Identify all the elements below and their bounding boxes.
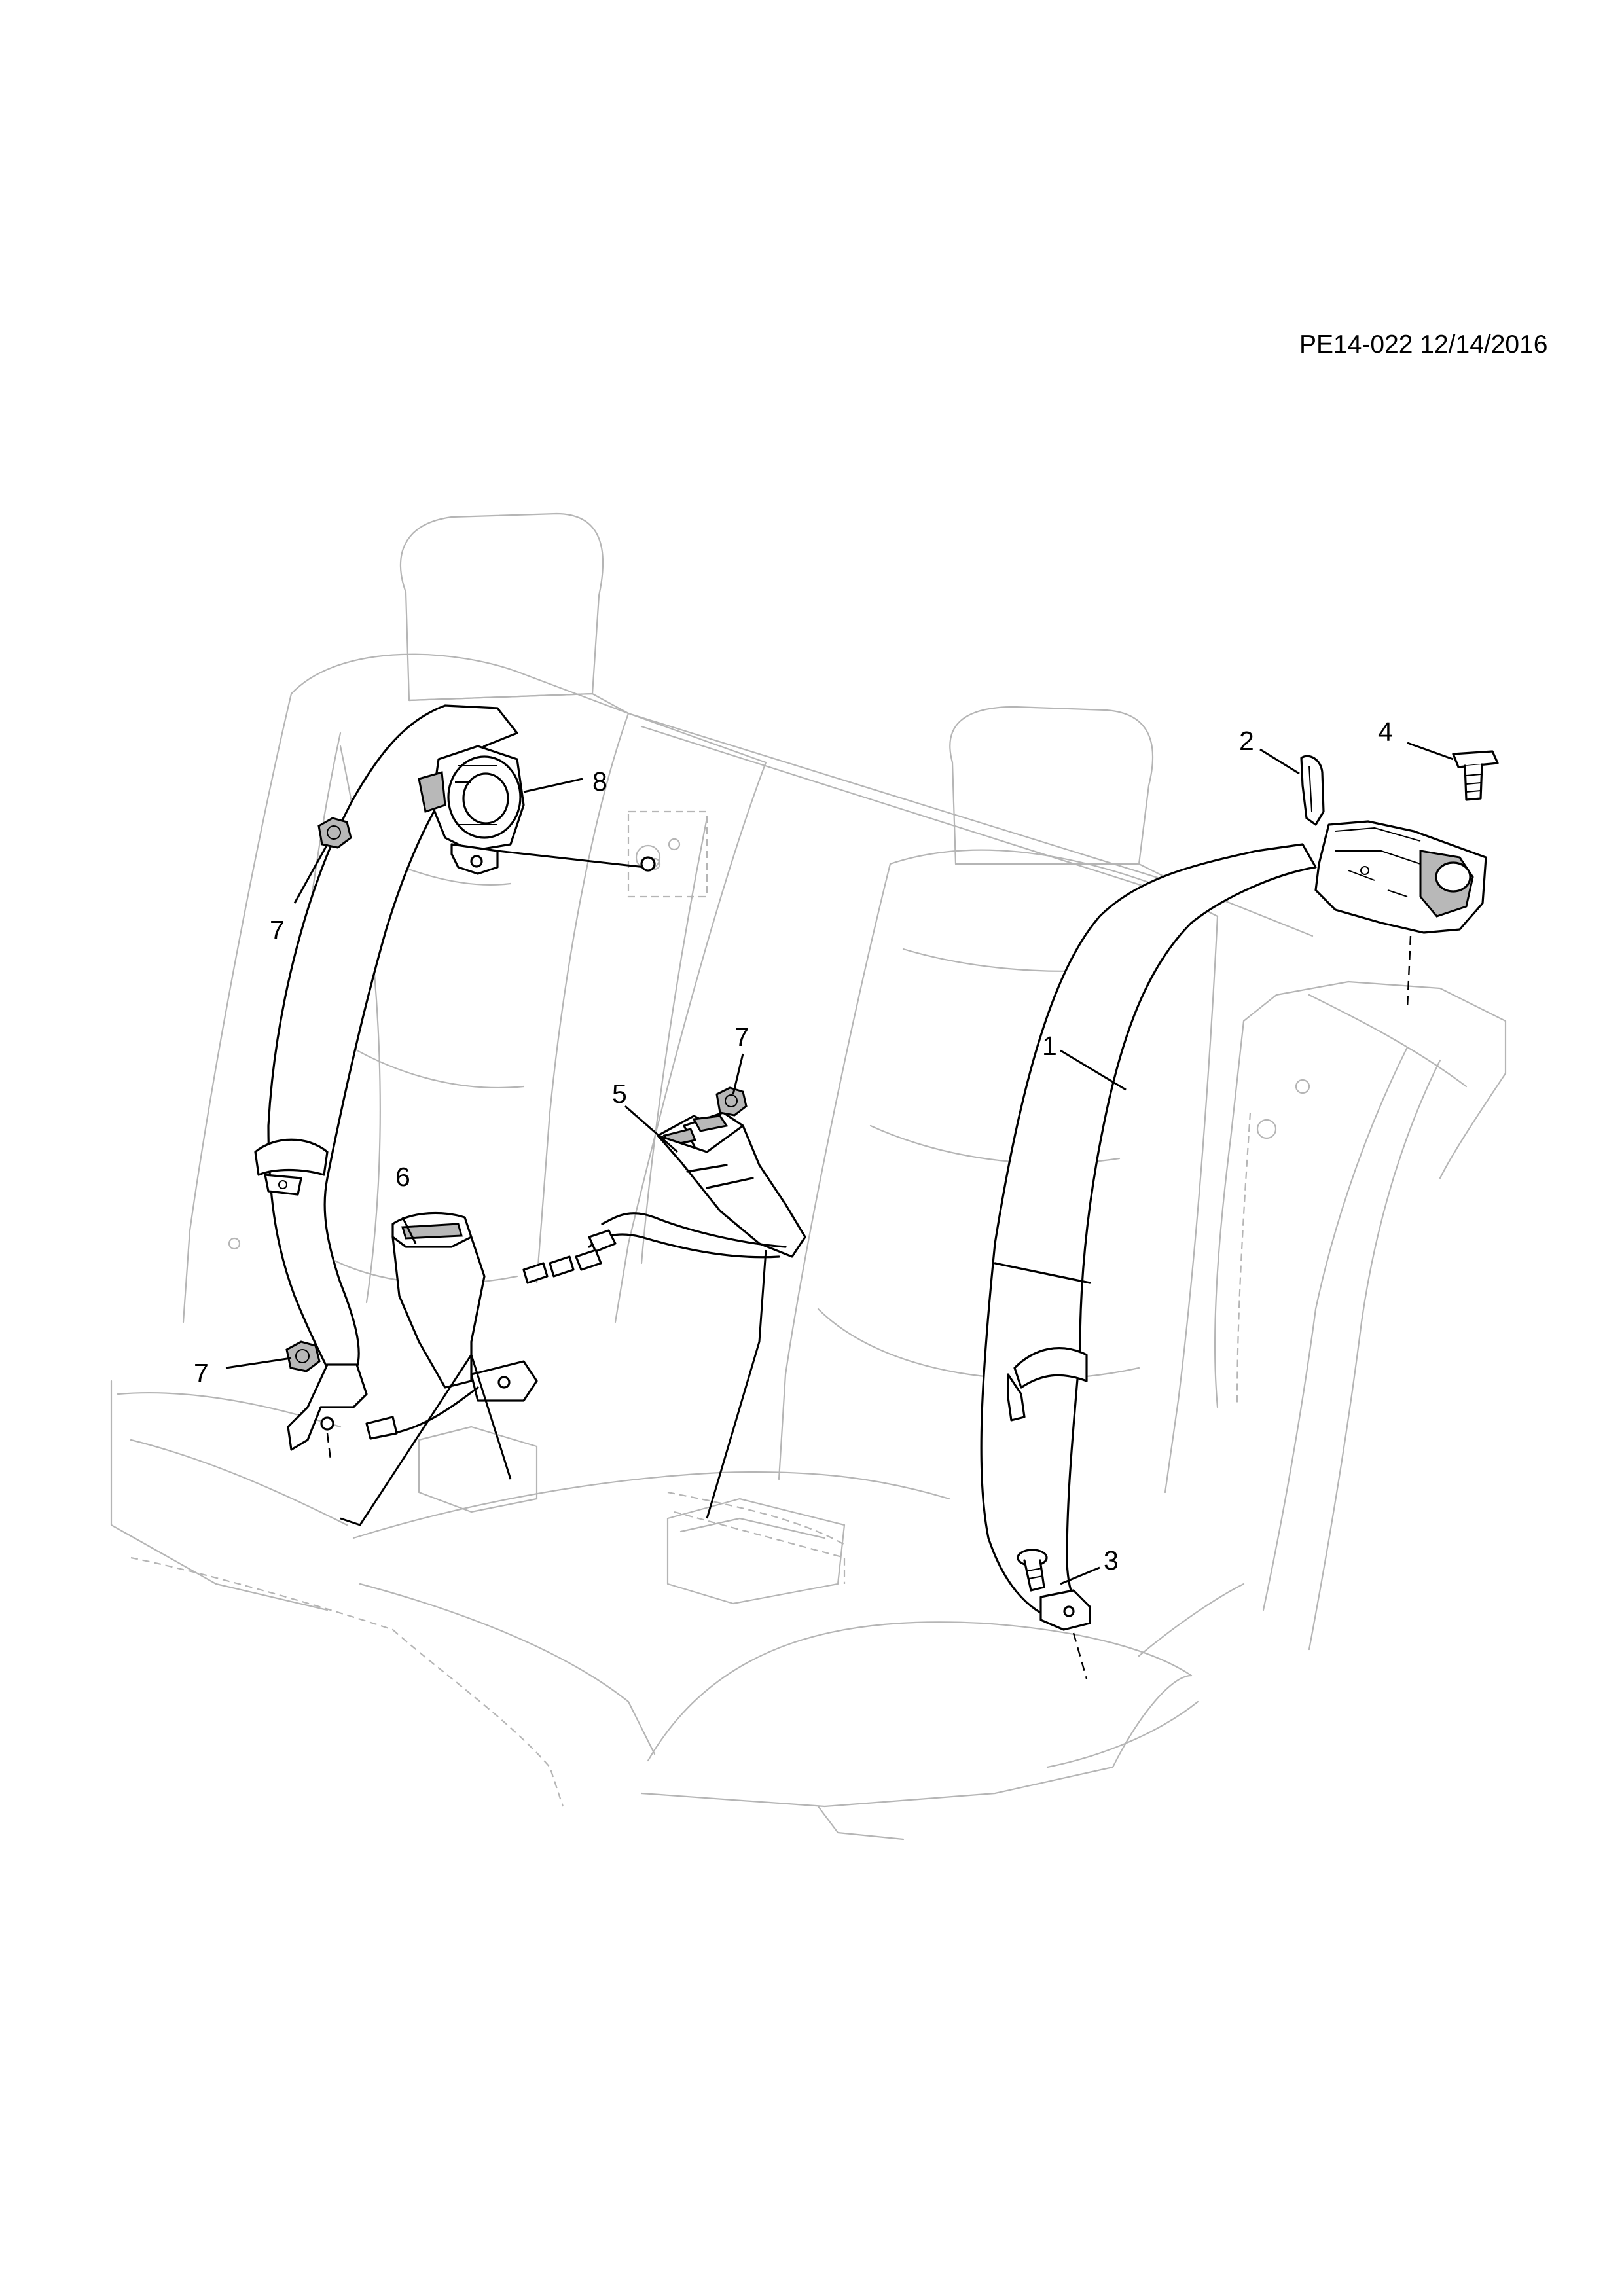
part-5-center-buckle-assembly [522,1111,806,1519]
drawing-reference-code: PE14-022 12/14/2016 [1299,331,1548,359]
callout-labels: 1 2 3 4 5 6 7 7 7 8 [194,717,1393,1575]
part-8-left-rear-seat-belt [254,704,656,1460]
part-3-anchor-bolt [1017,1549,1048,1592]
callout-7-lower-left: 7 [194,1358,209,1388]
callout-7-center: 7 [734,1022,749,1052]
callout-2: 2 [1239,726,1254,756]
part-6-left-buckle-assembly [340,1211,538,1526]
part-7-nut-upper-left [317,817,352,849]
part-1-right-rear-seat-belt [980,820,1487,1679]
part-2-trim-cover [1300,755,1325,826]
callout-7-upper-left: 7 [270,915,285,945]
callout-8: 8 [592,766,607,797]
callout-1: 1 [1042,1031,1057,1061]
callout-6: 6 [395,1162,410,1192]
callout-4: 4 [1378,717,1393,747]
callout-5: 5 [612,1079,627,1109]
callout-leaders [225,742,1454,1585]
part-4-retractor-bolt [1452,750,1499,801]
part-7-nut-center [715,1086,748,1117]
callout-3: 3 [1104,1545,1119,1575]
part-7-nut-lower-left [285,1340,321,1372]
